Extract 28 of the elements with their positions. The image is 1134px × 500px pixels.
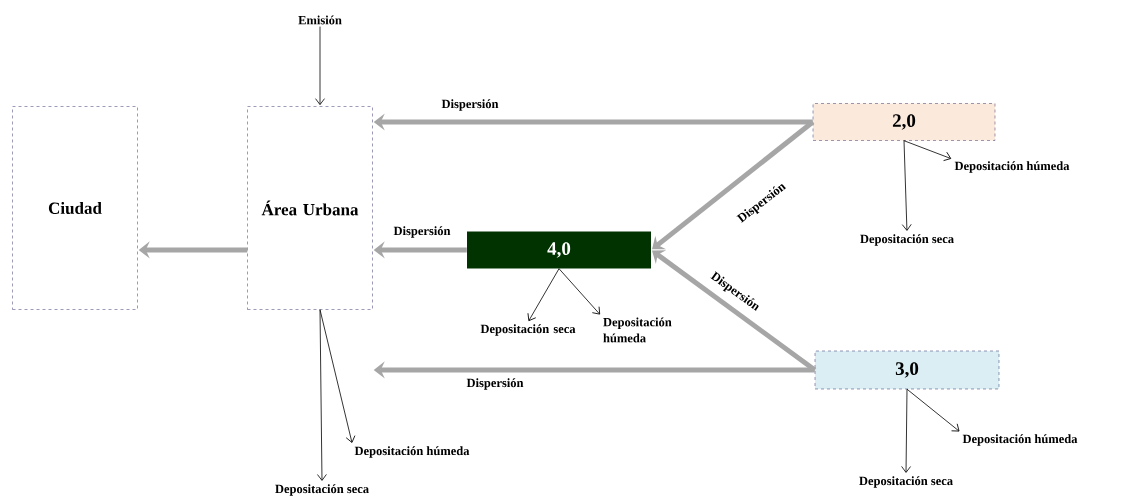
arrow	[901, 140, 912, 231]
text-label: Depositación seca	[275, 484, 369, 496]
text-label: Depositación húmeda	[962, 434, 1078, 446]
dispersion-arrow	[652, 250, 817, 372]
edge-label: Dispersión	[392, 225, 452, 239]
text-label: Depositación húmeda	[603, 317, 672, 343]
arrow	[319, 309, 356, 443]
text-label: Depositación seca	[480, 324, 576, 336]
area-box: Ciudad	[12, 106, 138, 310]
edge-label: Dispersión	[440, 98, 500, 112]
text-label: Depositación húmeda	[954, 161, 1070, 173]
arrow	[315, 26, 325, 106]
arrow	[906, 388, 960, 432]
arrow	[903, 140, 952, 161]
arrow	[901, 388, 911, 473]
value-box: 3,0	[814, 350, 1000, 390]
dispersion-arrow	[652, 120, 815, 250]
arrow	[527, 268, 560, 322]
text-label: Depositación seca	[859, 476, 953, 488]
arrow	[317, 309, 327, 481]
value-box: 2,0	[812, 103, 996, 141]
text-label: Depositación seca	[860, 234, 954, 246]
area-box: Área Urbana	[247, 106, 373, 310]
text-label: Emisión	[298, 15, 342, 25]
arrow	[558, 268, 601, 315]
text-label: Depositación húmeda	[354, 446, 470, 458]
edge-label: Dispersión	[465, 377, 525, 391]
value-box: 4,0	[467, 231, 651, 269]
